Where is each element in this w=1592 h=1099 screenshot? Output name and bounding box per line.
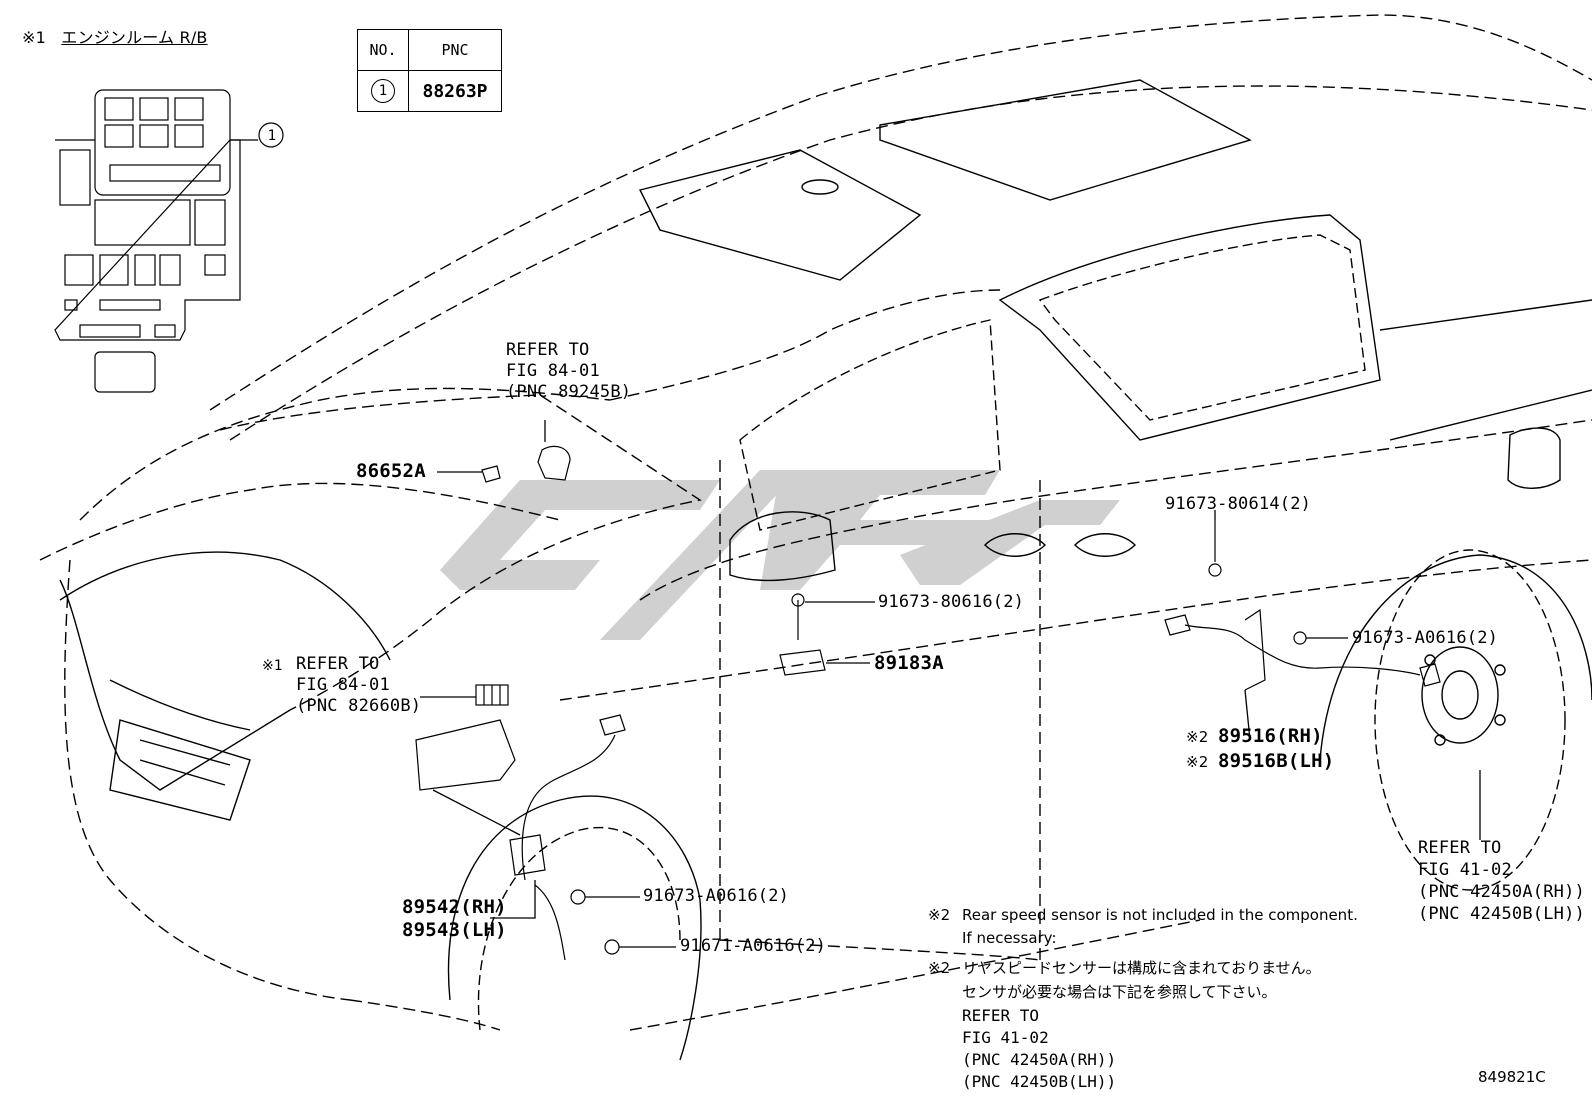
refer-relay-line2: FIG 84-01 [296,675,390,695]
part-label-89516-rh[interactable]: 89516(RH) [1218,725,1323,747]
part-label-89183a[interactable]: 89183A [874,652,944,674]
note-en-line2: If necessary: [962,929,1057,947]
inset-title: ※1 エンジンルーム R/B [22,28,208,48]
part-label-86652a[interactable]: 86652A [356,460,426,482]
inset-callout-number: 1 [267,128,277,144]
watermark-logo [440,470,1120,640]
note-ref-line1: REFER TO [962,1006,1040,1025]
pnc-table-cell-no: 1 [357,70,409,112]
note-en-mark: ※2 [928,906,951,924]
rear-sensor-mark-rh: ※2 [1186,728,1209,746]
note-ref-line3: (PNC 42450A(RH)) [962,1050,1117,1069]
part-label-89516b-lh[interactable]: 89516B(LH) [1218,750,1335,772]
pnc-table-header-no: NO. [357,29,409,71]
part-label-91671-a0616[interactable]: 91671-A0616(2) [680,936,827,956]
component-parts [415,445,1441,961]
part-label-91673-a0616-rear[interactable]: 91673-A0616(2) [1352,628,1499,648]
pnc-table-row: 1 88263P [357,70,502,112]
refer-airbag-line3: (PNC 89245B) [506,382,632,402]
leader-lines [420,420,1481,948]
refer-airbag-line1: REFER TO [506,340,590,360]
note-jp-line1: リヤスピードセンサーは構成に含まれておりません。 [962,959,1321,977]
figure-code: 849821C [1478,1068,1546,1086]
inset-title-mark: ※1 [22,28,46,47]
sunroof [638,79,1252,281]
refer-hub-line4: (PNC 42450B(LH)) [1418,904,1585,924]
note-jp-line2: センサが必要な場合は下記を参照して下さい。 [962,983,1277,1001]
body-outline [39,14,1592,1031]
refer-hub-line1: REFER TO [1418,838,1502,858]
relay-note-mark: ※1 [262,658,284,674]
part-label-91673-80614[interactable]: 91673-80614(2) [1165,494,1312,514]
pnc-row-number: 1 [371,79,395,103]
pnc-table-header-row: NO. PNC [357,29,502,71]
relay-block-inset [54,89,284,393]
pnc-table: NO. PNC 1 88263P [357,29,502,112]
rear-wheel [1319,549,1592,891]
front-wheel [447,795,702,1061]
note-jp-mark: ※2 [928,959,951,977]
part-label-89542-rh[interactable]: 89542(RH) [402,896,507,918]
refer-relay-line1: REFER TO [296,654,380,674]
refer-airbag-line2: FIG 84-01 [506,361,600,381]
inset-title-text: エンジンルーム R/B [61,28,208,47]
part-label-91673-a0616-front[interactable]: 91673-A0616(2) [643,886,790,906]
door-hardware [729,427,1561,582]
refer-relay-line3: (PNC 82660B) [296,696,422,716]
pnc-table-cell-pnc: 88263P [408,70,502,112]
pnc-table-header-pnc: PNC [408,29,502,71]
note-ref-line2: FIG 41-02 [962,1028,1049,1047]
refer-hub-line2: FIG 41-02 [1418,860,1512,880]
note-en-line1: Rear speed sensor is not included in the… [962,906,1358,924]
side-windows [739,214,1592,531]
part-label-91673-80616[interactable]: 91673-80616(2) [878,592,1025,612]
note-ref-line4: (PNC 42450B(LH)) [962,1072,1117,1091]
windshield-hood [59,394,702,821]
part-label-89543-lh[interactable]: 89543(LH) [402,919,507,941]
rear-sensor-mark-lh: ※2 [1186,753,1209,771]
refer-hub-line3: (PNC 42450A(RH)) [1418,882,1585,902]
